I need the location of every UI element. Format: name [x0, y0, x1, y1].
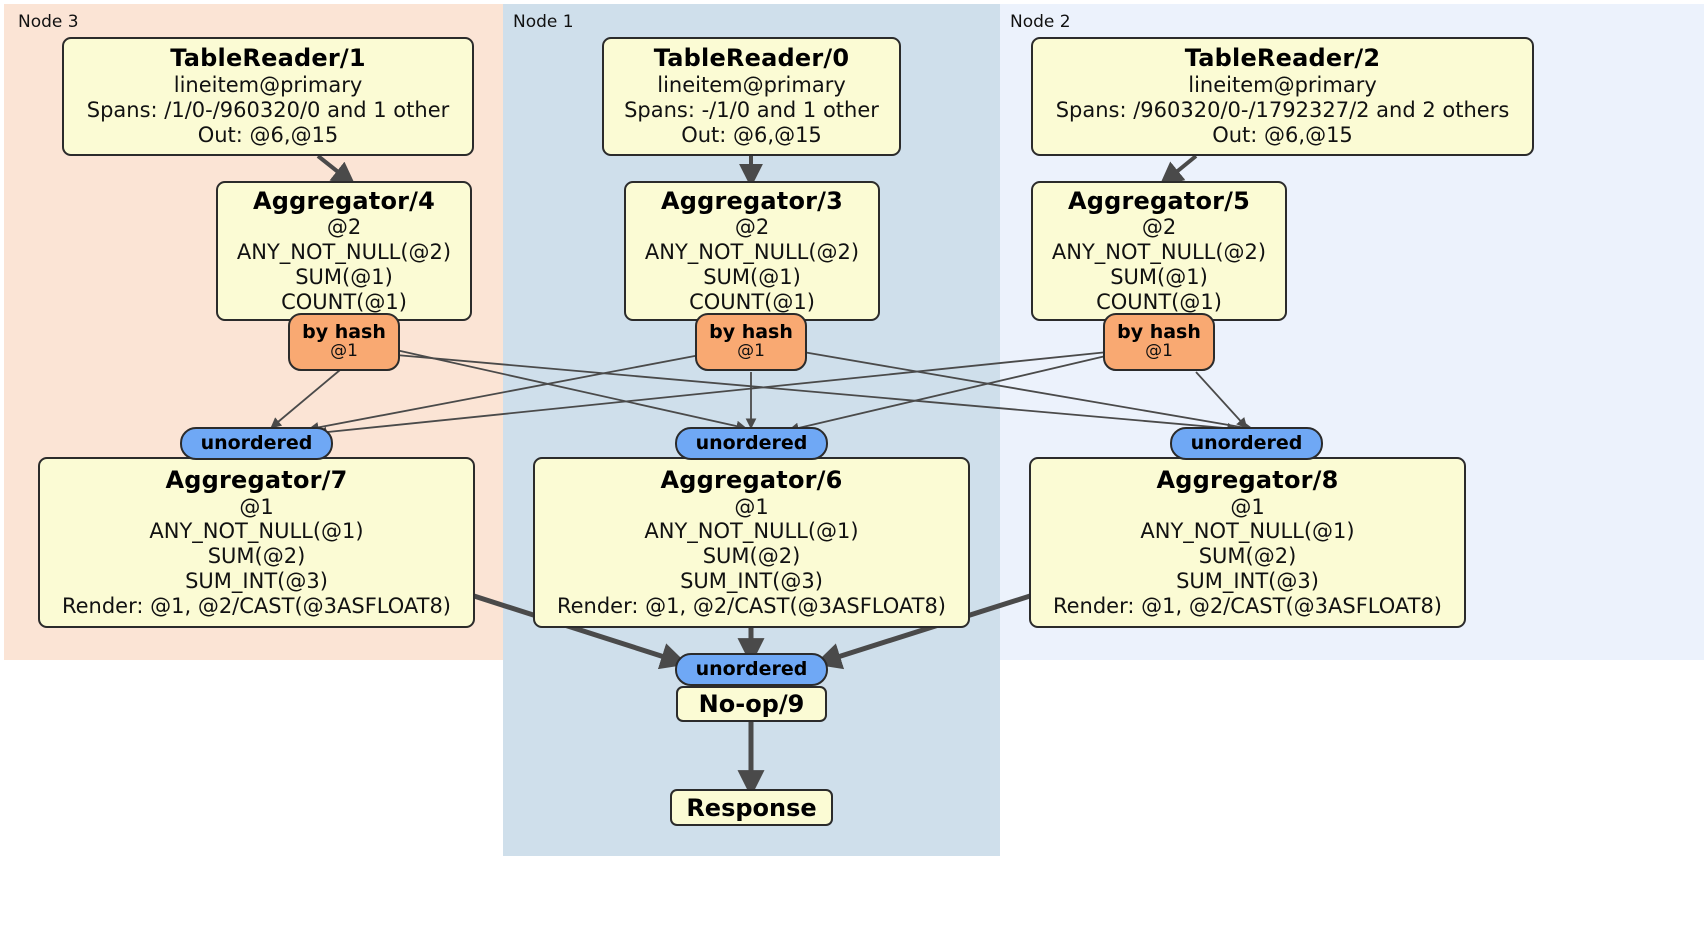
hash-router-label: by hash: [302, 321, 386, 344]
processor-title: No-op/9: [698, 690, 805, 718]
unordered-label: unordered: [200, 431, 313, 454]
processor-line: @1: [1230, 494, 1265, 519]
processor-aggregator-4[interactable]: Aggregator/4 @2 ANY_NOT_NULL(@2) SUM(@1)…: [216, 181, 472, 321]
unordered-synchronizer-left[interactable]: unordered: [180, 427, 333, 460]
processor-line: SUM(@1): [295, 264, 393, 289]
processor-aggregator-8[interactable]: Aggregator/8 @1 ANY_NOT_NULL(@1) SUM(@2)…: [1029, 457, 1466, 628]
hash-router-label: by hash: [709, 321, 793, 344]
processor-line: Out: @6,@15: [1212, 122, 1353, 147]
processor-title: Aggregator/6: [660, 465, 843, 494]
processor-aggregator-5[interactable]: Aggregator/5 @2 ANY_NOT_NULL(@2) SUM(@1)…: [1031, 181, 1287, 321]
processor-title: TableReader/0: [653, 44, 850, 73]
hash-router-column: @1: [330, 341, 358, 362]
processor-line: @2: [734, 215, 770, 240]
processor-line: Spans: /1/0-/960320/0 and 1 other: [86, 98, 450, 123]
edge-hashcenter-to-unorderedleft: [307, 354, 701, 433]
processor-tablereader-1[interactable]: TableReader/1 lineitem@primary Spans: /1…: [62, 37, 474, 156]
processor-line: SUM_INT(@3): [680, 568, 823, 593]
processor-line: ANY_NOT_NULL(@1): [1140, 519, 1355, 544]
edge-hashcenter-to-unorderedright: [802, 351, 1255, 433]
node-panel-label-node1: Node 1: [513, 12, 574, 32]
node-panel-label-node2: Node 2: [1010, 12, 1071, 32]
hash-router-left[interactable]: by hash @1: [288, 313, 400, 371]
processor-aggregator-7[interactable]: Aggregator/7 @1 ANY_NOT_NULL(@1) SUM(@2)…: [38, 457, 475, 628]
hash-router-column: @1: [737, 341, 765, 362]
processor-line: Render: @1, @2/CAST(@3ASFLOAT8): [556, 593, 947, 618]
unordered-label: unordered: [1190, 431, 1303, 454]
processor-title: Aggregator/8: [1156, 465, 1339, 494]
processor-noop-9[interactable]: No-op/9: [676, 686, 827, 722]
processor-line: ANY_NOT_NULL(@2): [1051, 240, 1267, 265]
processor-line: COUNT(@1): [1096, 289, 1222, 314]
processor-line: @1: [734, 494, 769, 519]
processor-title: TableReader/1: [170, 44, 366, 73]
edge-hashleft-to-unorderedleft: [270, 369, 341, 429]
processor-line: SUM(@2): [702, 544, 801, 569]
processor-line: Render: @1, @2/CAST(@3ASFLOAT8): [1052, 593, 1443, 618]
processor-title: Aggregator/4: [252, 186, 436, 215]
processor-line: lineitem@primary: [657, 73, 846, 98]
node-panel-label-node3: Node 3: [18, 12, 79, 32]
processor-line: SUM(@2): [207, 544, 306, 569]
processor-line: Out: @6,@15: [681, 122, 822, 147]
processor-line: lineitem@primary: [173, 73, 363, 98]
processor-tablereader-0[interactable]: TableReader/0 lineitem@primary Spans: -/…: [602, 37, 901, 156]
processor-aggregator-3[interactable]: Aggregator/3 @2 ANY_NOT_NULL(@2) SUM(@1)…: [624, 181, 880, 321]
processor-line: Render: @1, @2/CAST(@3ASFLOAT8): [61, 593, 452, 618]
processor-tablereader-2[interactable]: TableReader/2 lineitem@primary Spans: /9…: [1031, 37, 1534, 156]
unordered-synchronizer-right[interactable]: unordered: [1170, 427, 1323, 460]
edge-hashright-to-unorderedleft: [315, 351, 1109, 438]
processor-line: ANY_NOT_NULL(@1): [149, 519, 364, 544]
processor-line: SUM(@1): [703, 264, 801, 289]
processor-title: Response: [686, 793, 817, 822]
edge-tablereader1-to-aggregator4: [316, 154, 356, 186]
processor-line: lineitem@primary: [1188, 73, 1377, 98]
edge-aggregator8-to-final-unordered: [814, 593, 1031, 670]
processor-title: Aggregator/7: [165, 465, 348, 494]
processor-title: TableReader/2: [1184, 44, 1381, 73]
edge-hashright-to-unorderedright: [1195, 371, 1248, 429]
hash-router-right[interactable]: by hash @1: [1103, 313, 1215, 371]
hash-router-center[interactable]: by hash @1: [695, 313, 807, 371]
processor-line: SUM(@1): [1110, 264, 1208, 289]
edge-hashleft-to-unorderedright: [395, 354, 1239, 434]
processor-line: Spans: -/1/0 and 1 other: [624, 98, 879, 123]
processor-aggregator-6[interactable]: Aggregator/6 @1 ANY_NOT_NULL(@1) SUM(@2)…: [533, 457, 970, 628]
processor-line: Spans: /960320/0-/1792327/2 and 2 others: [1055, 98, 1510, 123]
processor-line: COUNT(@1): [281, 289, 407, 314]
processor-line: SUM_INT(@3): [185, 568, 328, 593]
processor-response[interactable]: Response: [670, 789, 833, 826]
processor-line: ANY_NOT_NULL(@2): [236, 240, 452, 265]
processor-line: ANY_NOT_NULL(@2): [644, 240, 860, 265]
processor-line: @2: [326, 215, 362, 240]
unordered-label: unordered: [695, 657, 808, 680]
edge-tablereader2-to-aggregator5: [1159, 154, 1198, 187]
edge-aggregator7-to-final-unordered: [473, 593, 688, 670]
processor-title: Aggregator/5: [1067, 186, 1251, 215]
edge-hashleft-to-unorderedcenter: [395, 349, 748, 432]
processor-line: ANY_NOT_NULL(@1): [644, 519, 859, 544]
processor-line: COUNT(@1): [689, 289, 815, 314]
processor-line: @2: [1141, 215, 1177, 240]
unordered-synchronizer-final[interactable]: unordered: [675, 653, 828, 686]
processor-title: Aggregator/3: [660, 186, 844, 215]
hash-router-column: @1: [1145, 341, 1173, 362]
processor-line: SUM_INT(@3): [1176, 568, 1319, 593]
processor-line: Out: @6,@15: [197, 122, 339, 147]
unordered-synchronizer-center[interactable]: unordered: [675, 427, 828, 460]
processor-line: @1: [239, 494, 274, 519]
edge-hashright-to-unorderedcenter: [787, 354, 1111, 434]
hash-router-label: by hash: [1117, 321, 1201, 344]
unordered-label: unordered: [695, 431, 808, 454]
processor-line: SUM(@2): [1198, 544, 1297, 569]
